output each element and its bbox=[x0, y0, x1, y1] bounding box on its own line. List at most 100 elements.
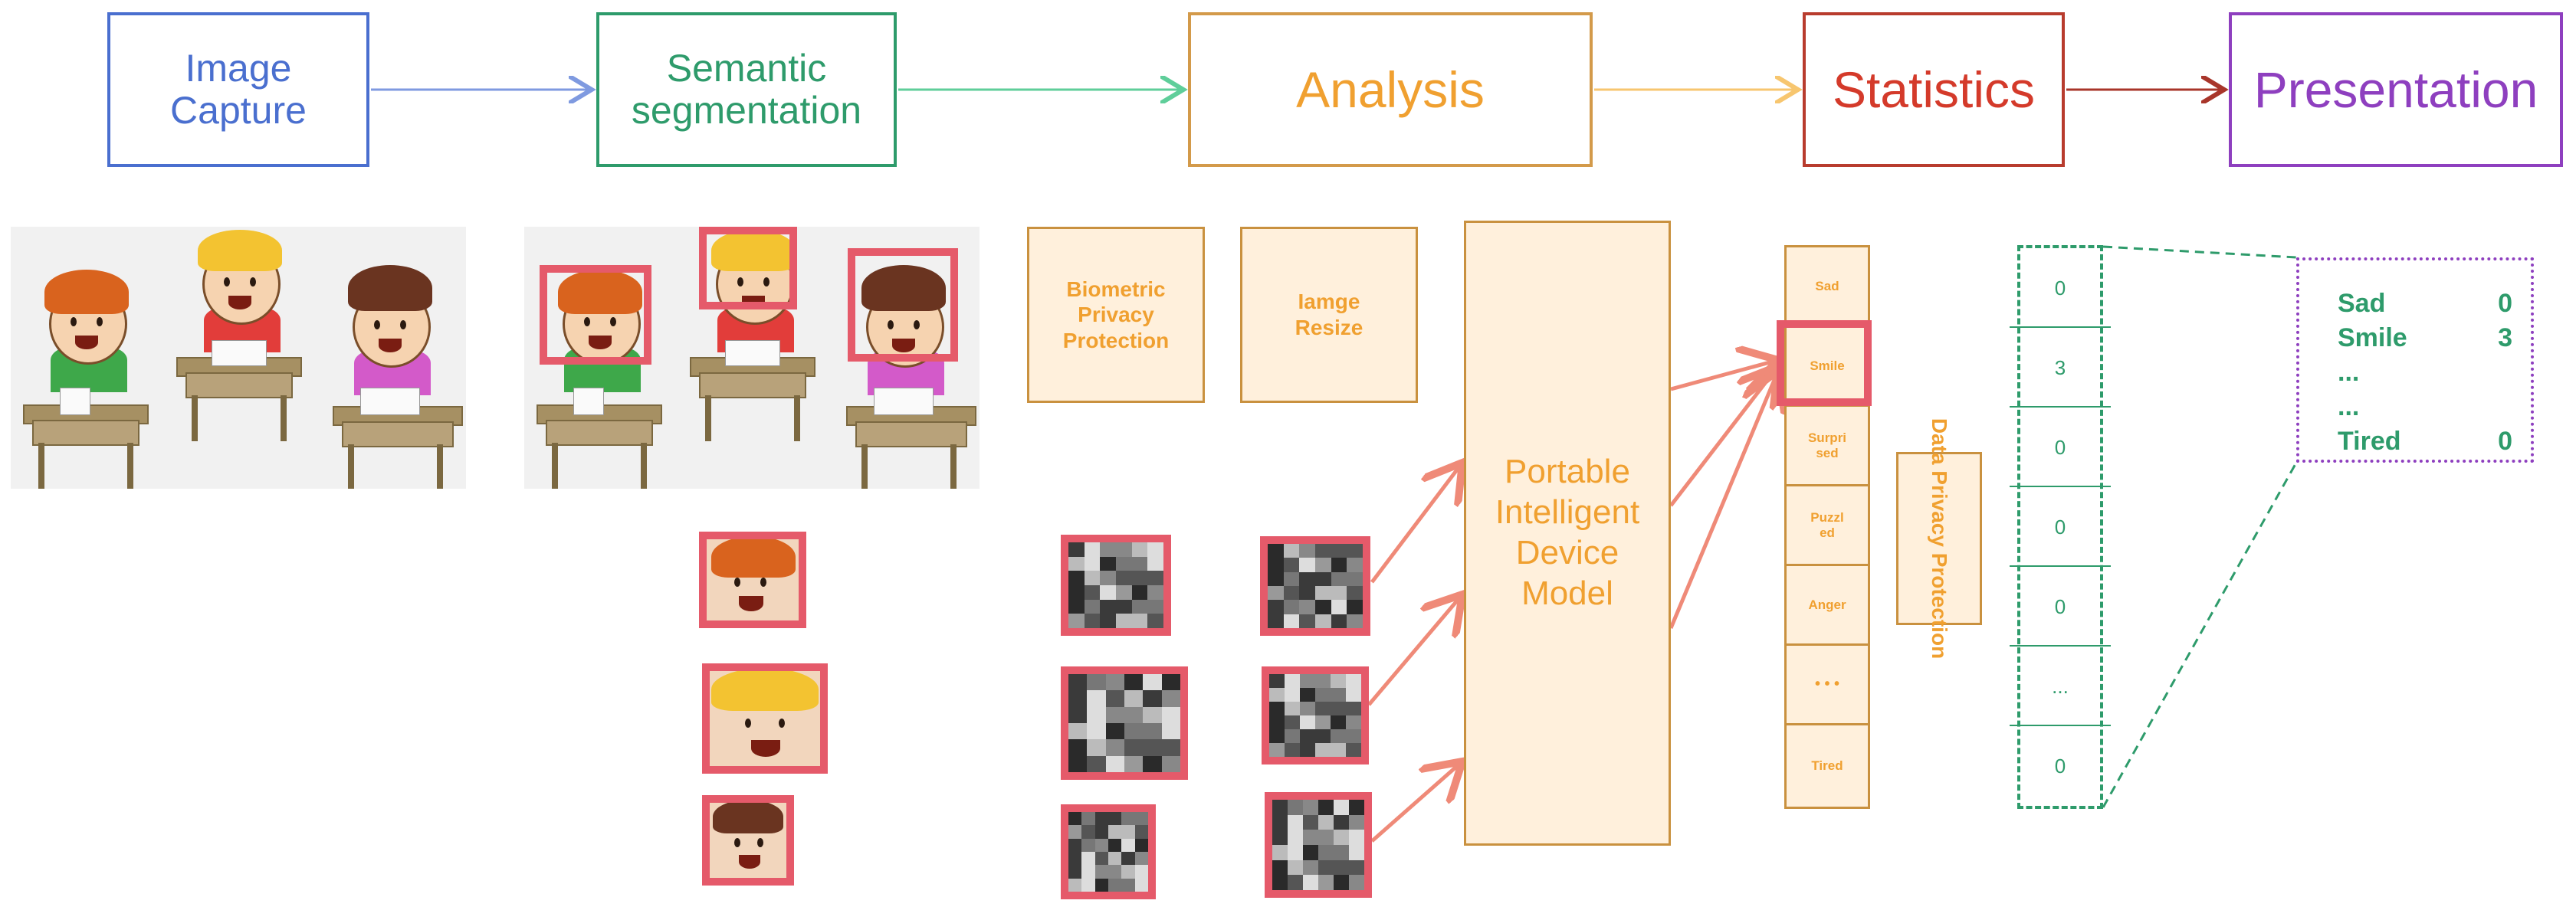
mosaic-cell bbox=[1299, 558, 1315, 572]
mosaic-cell bbox=[1268, 600, 1284, 614]
mosaic-cell bbox=[1272, 859, 1288, 876]
mosaic-cell bbox=[1268, 586, 1284, 601]
mosaic-cell bbox=[1283, 600, 1300, 614]
mosaic-cell bbox=[1100, 556, 1116, 571]
count-puzzled: 0 bbox=[2054, 515, 2066, 539]
mosaic-cell bbox=[1318, 844, 1334, 860]
mosaic-cell bbox=[1131, 584, 1148, 600]
emotion-categories: Sad Smile Surpri sed Puzzl ed Anger • • … bbox=[1784, 245, 1870, 809]
arrow-model-to-smile-2 bbox=[1669, 366, 1778, 507]
mosaic-cell bbox=[1268, 571, 1284, 586]
mosaic-cell bbox=[1081, 878, 1095, 892]
mosaic-cell bbox=[1068, 878, 1082, 892]
mosaic-cell bbox=[1108, 825, 1122, 839]
mosaic-cell bbox=[1131, 556, 1148, 571]
summary-label: ... bbox=[2338, 358, 2360, 387]
mosaic-cell bbox=[1105, 690, 1124, 707]
mosaic-cell bbox=[1084, 571, 1101, 585]
mosaic-cell bbox=[1131, 614, 1148, 628]
mosaic-cell bbox=[1349, 830, 1364, 845]
mosaic-cell bbox=[1108, 852, 1122, 866]
mosaic-cell bbox=[1268, 614, 1284, 628]
emotion-counts: 0 3 0 0 0 ... 0 bbox=[2010, 245, 2111, 809]
mosaic-cell bbox=[1346, 674, 1361, 688]
data-privacy-protection-box: Data Privacy Protection bbox=[1896, 418, 1982, 659]
mosaic-cell bbox=[1349, 875, 1364, 890]
mosaic-cell bbox=[1283, 571, 1300, 586]
stage-image-capture-label: Image Capture bbox=[170, 47, 307, 132]
mosaic-cell bbox=[1087, 674, 1106, 691]
emotion-sad: Sad bbox=[1787, 247, 1868, 327]
divider-tick bbox=[2010, 486, 2111, 487]
image-resize-box: Iamge Resize bbox=[1240, 227, 1418, 403]
mosaic-cell bbox=[1288, 859, 1303, 876]
mosaic-cell bbox=[1143, 706, 1162, 723]
mosaic-cell bbox=[1134, 852, 1148, 866]
mosaic-cell bbox=[1334, 830, 1349, 845]
mosaic-cell bbox=[1315, 674, 1331, 688]
count-sad: 0 bbox=[2054, 276, 2066, 300]
arrow-resized-3-to-model bbox=[1370, 761, 1462, 843]
mosaic-cell bbox=[1100, 614, 1116, 628]
mosaic-cell bbox=[1331, 674, 1346, 688]
mosaic-cell bbox=[1094, 878, 1108, 892]
mosaic-cell bbox=[1081, 838, 1095, 852]
mosaic-cell bbox=[1285, 688, 1300, 702]
mosaic-cell bbox=[1314, 586, 1331, 601]
mosaic-cell bbox=[1115, 542, 1132, 557]
stage-image-capture: Image Capture bbox=[107, 12, 369, 167]
mosaic-cell bbox=[1285, 702, 1300, 715]
mosaic-cell bbox=[1121, 852, 1135, 866]
face-box-3 bbox=[848, 248, 958, 362]
mosaic-cell bbox=[1068, 614, 1085, 628]
mosaic-cell bbox=[1084, 614, 1101, 628]
mosaic-cell bbox=[1299, 586, 1315, 601]
mosaic-cell bbox=[1331, 558, 1347, 572]
portable-intelligent-device-model: Portable Intelligent Device Model bbox=[1464, 221, 1671, 846]
mosaic-cell bbox=[1314, 558, 1331, 572]
mosaic-cell bbox=[1147, 571, 1163, 585]
summary-label: Tired bbox=[2338, 427, 2401, 456]
mosaic-cell bbox=[1331, 614, 1347, 628]
mosaic-cell bbox=[1084, 542, 1101, 557]
mosaic-cell bbox=[1288, 875, 1303, 890]
mosaic-cell bbox=[1121, 825, 1135, 839]
mosaic-cell bbox=[1143, 755, 1162, 772]
mosaic-cell bbox=[1315, 702, 1331, 715]
emotion-ellipsis: • • • bbox=[1787, 646, 1868, 725]
mosaic-cell bbox=[1105, 674, 1124, 691]
mosaic-cell bbox=[1349, 859, 1364, 876]
mosaic-cell bbox=[1334, 844, 1349, 860]
mosaic-cell bbox=[1331, 688, 1346, 702]
mosaic-cell bbox=[1068, 599, 1085, 614]
mosaic-cell bbox=[1299, 600, 1315, 614]
mosaic-cell bbox=[1115, 584, 1132, 600]
arrow-resized-2-to-model bbox=[1367, 594, 1462, 706]
zoom-line-top bbox=[2102, 245, 2297, 259]
mosaic-cell bbox=[1143, 723, 1162, 740]
mosaic-cell bbox=[1068, 571, 1085, 585]
mosaic-cell bbox=[1299, 614, 1315, 628]
mosaic-cell bbox=[1094, 812, 1108, 826]
classroom-image-segmented bbox=[524, 227, 980, 489]
mosaic-cell bbox=[1084, 584, 1101, 600]
mosaic-cell bbox=[1105, 739, 1124, 756]
mosaic-cell bbox=[1108, 838, 1122, 852]
mosaic-cell bbox=[1283, 614, 1300, 628]
emotion-tired: Tired bbox=[1811, 758, 1843, 774]
mosaic-cell bbox=[1315, 688, 1331, 702]
mosaic-face-3 bbox=[1061, 804, 1156, 899]
mosaic-cell bbox=[1105, 755, 1124, 772]
mosaic-cell bbox=[1303, 859, 1318, 876]
summary-row: ... bbox=[2338, 390, 2512, 424]
mosaic-cell bbox=[1303, 875, 1318, 890]
mosaic-cell bbox=[1081, 825, 1095, 839]
mosaic-cell bbox=[1269, 743, 1285, 757]
mosaic-cell bbox=[1288, 814, 1303, 830]
mosaic-cell bbox=[1347, 558, 1363, 572]
count-surprised: 0 bbox=[2054, 435, 2066, 459]
mosaic-cell bbox=[1131, 571, 1148, 585]
mosaic-cell bbox=[1147, 542, 1163, 557]
